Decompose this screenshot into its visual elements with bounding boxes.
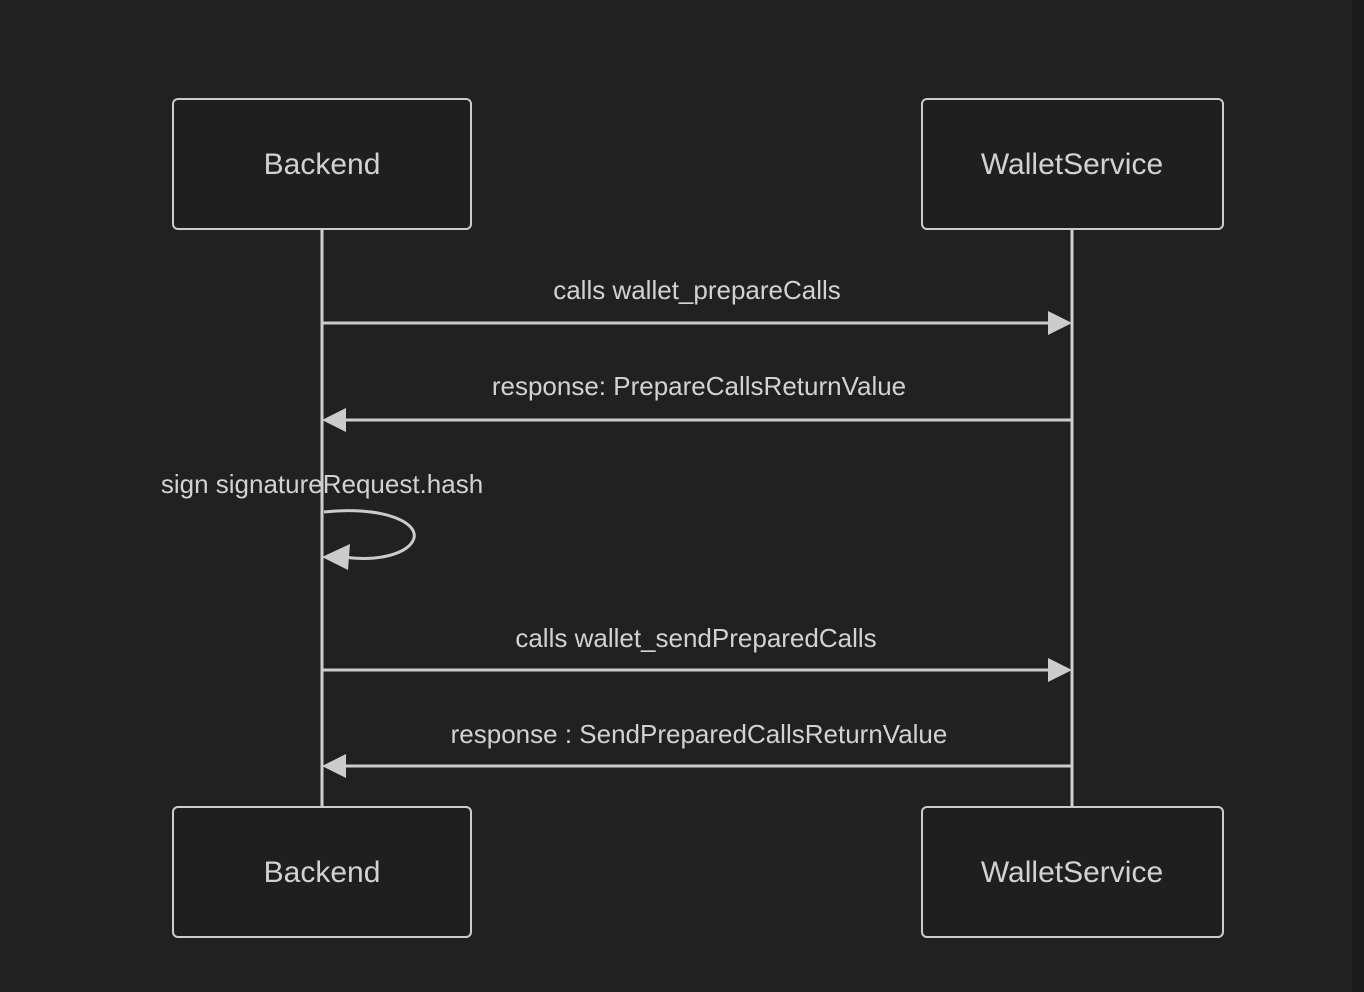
message-3-arrowhead <box>322 544 350 570</box>
actor-box-backend-bottom[interactable] <box>172 806 472 938</box>
message-1-label: calls wallet_prepareCalls <box>553 275 841 305</box>
message-1-arrowhead <box>1048 311 1072 335</box>
actor-top-backend[interactable]: Backend <box>172 98 472 230</box>
message-2: response: PrepareCallsReturnValue <box>322 371 1072 432</box>
message-2-arrowhead <box>322 408 346 432</box>
actor-top-walletservice[interactable]: WalletService <box>921 98 1224 230</box>
actor-label-walletservice-top: WalletService <box>981 148 1163 181</box>
actor-box-walletservice-bottom[interactable] <box>921 806 1224 938</box>
canvas-right-gutter <box>1352 0 1364 992</box>
actor-label-backend-top: Backend <box>264 148 381 181</box>
message-4: calls wallet_sendPreparedCalls <box>322 623 1072 682</box>
message-4-label: calls wallet_sendPreparedCalls <box>515 623 876 653</box>
message-3-self-loop: sign signatureRequest.hash <box>161 469 483 570</box>
actor-box-walletservice-top[interactable] <box>921 98 1224 230</box>
message-3-label: sign signatureRequest.hash <box>161 469 483 499</box>
message-5: response : SendPreparedCallsReturnValue <box>322 719 1072 778</box>
message-5-arrowhead <box>322 754 346 778</box>
actor-label-backend-bottom: Backend <box>264 856 381 889</box>
actor-label-walletservice-bottom: WalletService <box>981 856 1163 889</box>
message-4-arrowhead <box>1048 658 1072 682</box>
message-2-label: response: PrepareCallsReturnValue <box>492 371 906 401</box>
message-3-loop-path <box>323 509 416 560</box>
message-5-label: response : SendPreparedCallsReturnValue <box>451 719 948 749</box>
message-1: calls wallet_prepareCalls <box>322 275 1072 335</box>
actor-box-backend-top[interactable] <box>172 98 472 230</box>
actor-bottom-walletservice[interactable]: WalletService <box>921 806 1224 938</box>
actor-bottom-backend[interactable]: Backend <box>172 806 472 938</box>
